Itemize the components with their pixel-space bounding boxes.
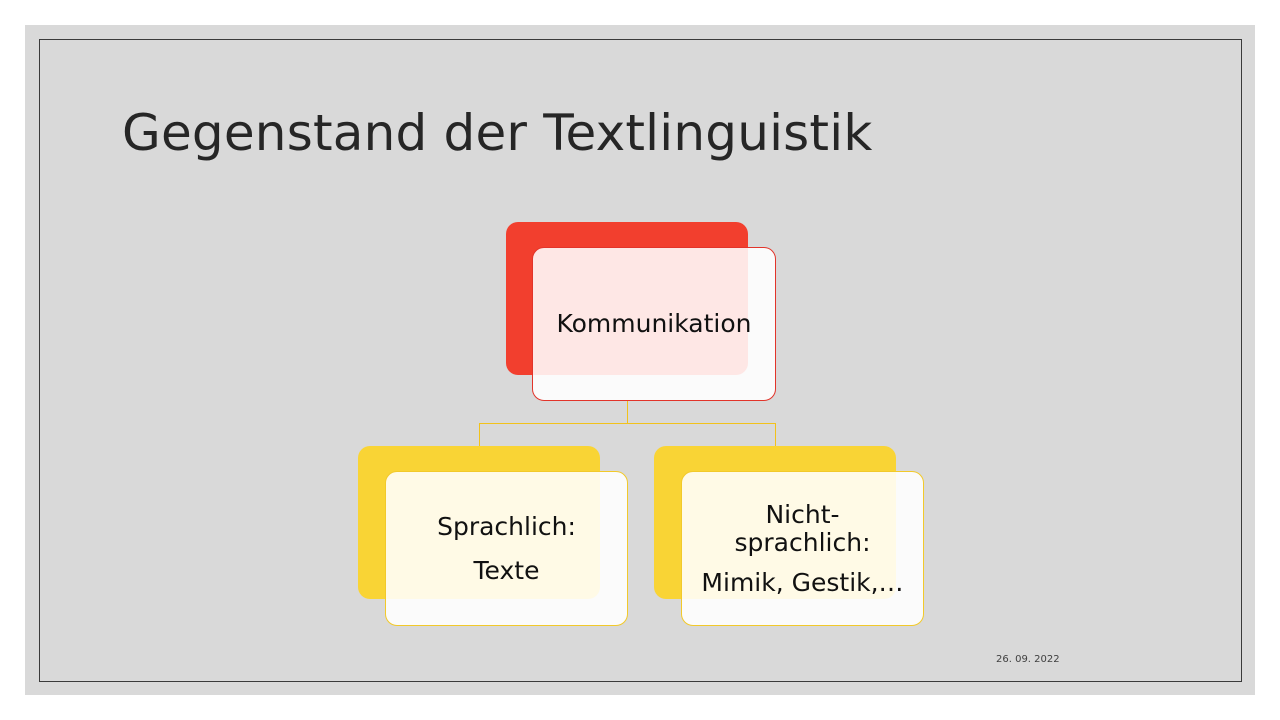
slide-frame bbox=[39, 39, 1242, 682]
root-node: Kommunikation bbox=[532, 247, 776, 401]
child-node-left-line2: Texte bbox=[473, 555, 540, 585]
root-node-label: Kommunikation bbox=[556, 309, 752, 338]
slide-date: 26. 09. 2022 bbox=[996, 654, 1060, 665]
child-node-right-line1: Nicht- bbox=[765, 499, 840, 529]
connector-root-down bbox=[627, 400, 628, 424]
connector-horizontal bbox=[479, 423, 776, 424]
child-node-left: Sprachlich: Texte bbox=[385, 471, 628, 626]
connector-right-down bbox=[775, 423, 776, 446]
child-node-right-line3: Mimik, Gestik,… bbox=[701, 567, 904, 597]
child-node-right-line2: sprachlich: bbox=[734, 527, 871, 557]
connector-left-down bbox=[479, 423, 480, 446]
child-node-left-line1: Sprachlich: bbox=[437, 511, 576, 541]
slide-title: Gegenstand der Textlinguistik bbox=[122, 104, 873, 162]
child-node-right: Nicht- sprachlich: Mimik, Gestik,… bbox=[681, 471, 924, 626]
